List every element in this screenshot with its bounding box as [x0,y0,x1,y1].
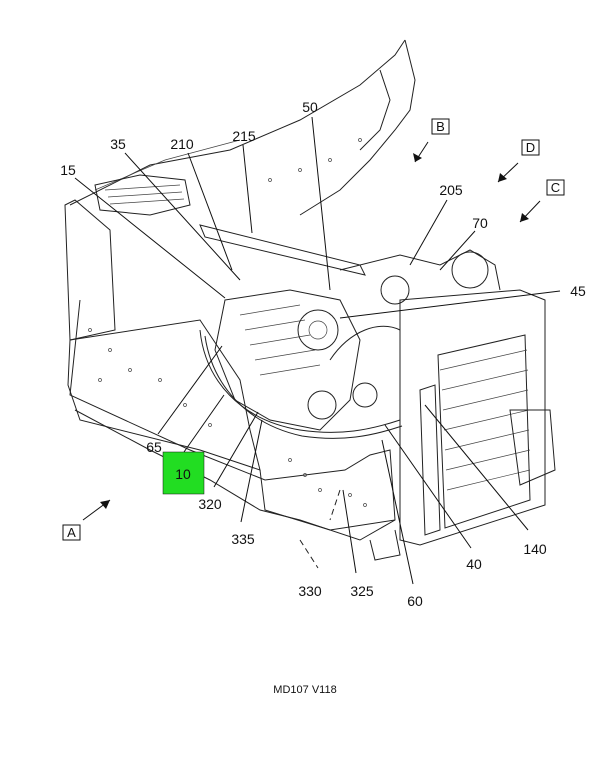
callout-50: 50 [302,99,318,115]
leader-205 [409,199,448,266]
view-letter-d: D [521,139,540,156]
highlight-box [162,451,205,495]
callout-70: 70 [472,215,488,231]
view-letter-a: A [62,524,81,541]
callout-140: 140 [523,541,547,557]
svg-text:B: B [436,119,445,134]
callout-320: 320 [198,496,222,512]
callout-35: 35 [110,136,126,152]
leader-40 [384,424,472,549]
callout-65: 65 [146,439,162,455]
svg-text:D: D [526,140,535,155]
leader-45 [339,290,561,319]
svg-text:A: A [67,525,76,540]
callout-325: 325 [350,583,374,599]
engine-illustration [64,39,556,569]
callout-210: 210 [170,136,194,152]
leader-215 [242,144,253,234]
view-letter-b: B [431,118,450,135]
leader-70 [439,230,476,271]
callout-215: 215 [232,128,256,144]
leader-335 [240,419,263,523]
leader-210 [187,152,233,271]
callout-15: 15 [60,162,76,178]
leader-325 [342,489,357,574]
leader-15 [74,177,226,299]
leader-35 [124,152,241,281]
view-letter-c: C [546,179,565,196]
leader-lines [74,116,561,585]
callout-labels: 50 35 210 215 15 205 70 45 65 10 320 335… [60,99,586,609]
callout-45: 45 [570,283,586,299]
leader-320 [213,411,259,488]
leader-60 [381,439,414,585]
callout-205: 205 [439,182,463,198]
leader-50 [311,116,331,291]
leader-10 [183,394,225,453]
svg-text:C: C [551,180,560,195]
callout-335: 335 [231,531,255,547]
leader-140 [424,404,529,531]
callout-10: 10 [175,466,191,482]
callout-40: 40 [466,556,482,572]
figure-code: MD107 V118 [273,684,337,696]
view-arrows [82,141,541,521]
callout-330: 330 [298,583,322,599]
callout-60: 60 [407,593,423,609]
leader-65 [157,345,223,435]
